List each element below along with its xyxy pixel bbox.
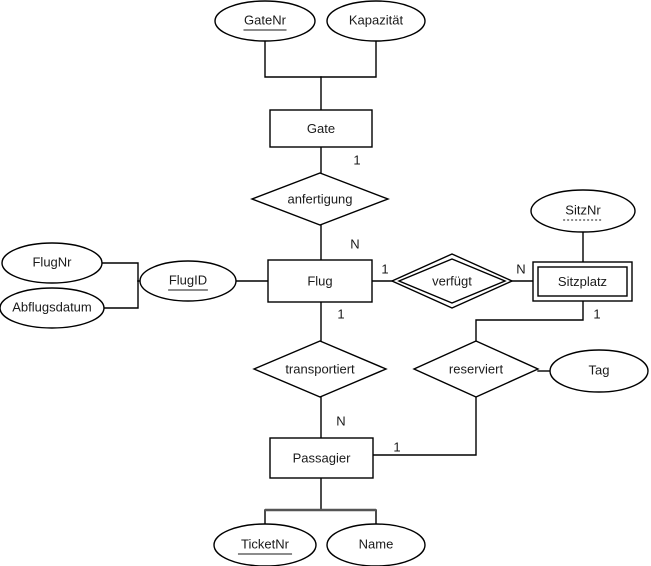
entity-passagier[interactable]: Passagier <box>269 437 374 479</box>
connector-gatenr-to-gate <box>264 40 322 111</box>
connector-passagier-to-reserviert <box>372 396 477 456</box>
entity-flug[interactable]: Flug <box>267 259 373 303</box>
attribute-label: FlugNr <box>32 254 72 269</box>
attribute-ellipse <box>214 0 316 42</box>
attribute-label: TicketNr <box>241 536 290 551</box>
entity-box <box>269 109 373 148</box>
attribute-ellipse <box>0 287 105 329</box>
attribute-label: Kapazität <box>349 12 404 27</box>
entity-box <box>267 259 373 303</box>
attribute-abflugsdatum[interactable]: Abflugsdatum <box>0 287 105 329</box>
entity-sitzplatz[interactable]: Sitzplatz <box>532 261 633 302</box>
attribute-label: SitzNr <box>565 202 601 217</box>
attribute-flugid[interactable]: FlugID <box>139 260 237 302</box>
cardinality-flug-verfuegt: 1 <box>381 261 388 276</box>
cardinality-anfertigung-flug: N <box>350 236 359 251</box>
cardinality-sitzplatz-reserviert: 1 <box>593 306 600 321</box>
attribute-name[interactable]: Name <box>326 523 426 566</box>
connector-abflugsdatum-to-flugid <box>103 280 139 309</box>
relationship-diamond-inner <box>397 258 507 304</box>
cardinality-verfuegt-sitzplatz: N <box>516 261 525 276</box>
attribute-ellipse <box>213 523 317 566</box>
relationships-layer: anfertigung verfügt transportiert reservier… <box>250 172 540 398</box>
relationship-label: transportiert <box>285 361 355 376</box>
entity-label: Flug <box>307 273 332 288</box>
attribute-ellipse <box>1 242 103 284</box>
attribute-ellipse <box>326 0 426 42</box>
attribute-label: Name <box>359 536 394 551</box>
attribute-label: FlugID <box>169 272 207 287</box>
attribute-kapazitaet[interactable]: Kapazität <box>326 0 426 42</box>
connector-kapazitaet-to-gate <box>320 40 377 78</box>
entity-box <box>269 437 374 479</box>
relationship-diamond-outer <box>390 253 514 309</box>
attribute-ellipse <box>549 349 649 393</box>
entity-label: Gate <box>307 121 335 136</box>
entity-box <box>532 261 633 302</box>
relationship-diamond-outer <box>250 172 390 226</box>
cardinality-transportiert-passagier: N <box>336 413 345 428</box>
entity-label: Sitzplatz <box>558 274 607 289</box>
relationship-reserviert[interactable]: reserviert <box>412 340 540 398</box>
relationship-anfertigung[interactable]: anfertigung <box>250 172 390 226</box>
relationship-transportiert[interactable]: transportiert <box>252 340 388 398</box>
entity-gate[interactable]: Gate <box>269 109 373 148</box>
attribute-tag[interactable]: Tag <box>549 349 649 393</box>
relationship-label: anfertigung <box>287 191 352 206</box>
attribute-ellipse <box>530 189 636 233</box>
attribute-label: GateNr <box>244 12 287 27</box>
weak-entity-inner-box <box>537 266 628 297</box>
connector-flugnr-to-flugid <box>101 262 139 282</box>
relationship-label: reserviert <box>449 361 504 376</box>
relationship-verfuegt[interactable]: verfügt <box>390 253 514 309</box>
cardinality-flug-transportiert: 1 <box>337 306 344 321</box>
attribute-flugnr[interactable]: FlugNr <box>1 242 103 284</box>
relationship-diamond-outer <box>252 340 388 398</box>
attribute-gatenr[interactable]: GateNr <box>214 0 316 42</box>
relationship-label: verfügt <box>432 273 472 288</box>
cardinality-passagier-reserviert: 1 <box>393 439 400 454</box>
connectors-layer <box>101 40 584 525</box>
attribute-label: Abflugsdatum <box>12 299 92 314</box>
attribute-label: Tag <box>589 362 610 377</box>
connector-sitzplatz-to-reserviert <box>475 300 584 342</box>
attribute-sitznr[interactable]: SitzNr <box>530 189 636 233</box>
attribute-ticketnr[interactable]: TicketNr <box>213 523 317 566</box>
entity-label: Passagier <box>293 450 351 465</box>
attribute-ellipse <box>326 523 426 566</box>
attribute-ellipse <box>139 260 237 302</box>
cardinality-gate-anfertigung: 1 <box>353 152 360 167</box>
relationship-diamond-outer <box>412 340 540 398</box>
